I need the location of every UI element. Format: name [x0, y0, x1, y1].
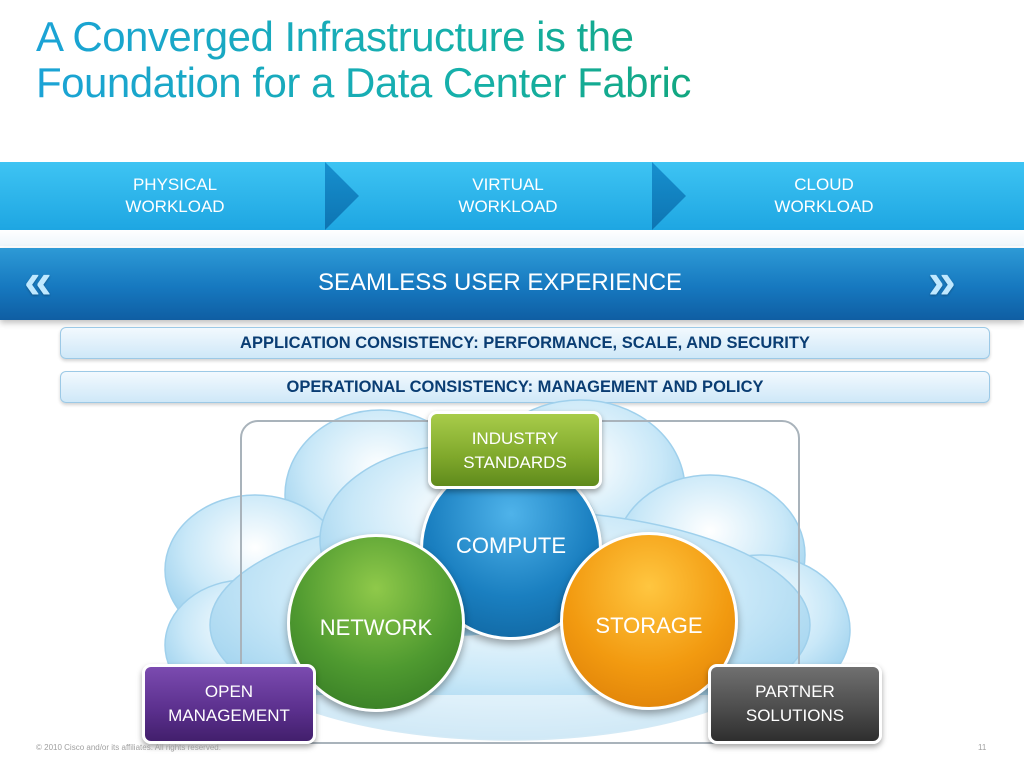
right-quote-icon: » [928, 253, 956, 309]
network-label: NETWORK [319, 615, 433, 640]
network-circle: NETWORK [287, 534, 465, 712]
open-management-tag: OPEN MANAGEMENT [142, 664, 316, 744]
slide-title-line-2: Foundation for a Data Center Fabric [36, 59, 691, 106]
divider-strip [0, 230, 1024, 246]
compute-label: COMPUTE [456, 533, 566, 558]
seamless-experience-label: SEAMLESS USER EXPERIENCE [317, 269, 683, 296]
page-number: 11 [978, 743, 987, 752]
copyright-footer: © 2010 Cisco and/or its affiliates. All … [36, 743, 221, 752]
workload-cloud: CLOUD WORKLOAD [774, 175, 874, 216]
chevron-arrow-1 [325, 162, 359, 230]
chevron-arrow-2 [652, 162, 686, 230]
partner-solutions-tag: PARTNER SOLUTIONS [708, 664, 882, 744]
storage-label: STORAGE [595, 613, 703, 638]
industry-standards-tag: INDUSTRY STANDARDS [428, 411, 602, 489]
seamless-experience-band: « SEAMLESS USER EXPERIENCE » [0, 248, 1024, 320]
workload-virtual: VIRTUAL WORKLOAD [458, 175, 558, 216]
slide-title: A Converged Infrastructure is the Founda… [36, 14, 996, 106]
workload-band: PHYSICAL WORKLOAD VIRTUAL WORKLOAD CLOUD… [0, 162, 1024, 230]
left-quote-icon: « [24, 253, 52, 309]
workload-physical: PHYSICAL WORKLOAD [125, 175, 225, 216]
slide-title-line-1: A Converged Infrastructure is the [36, 13, 634, 60]
operational-consistency-bar: OPERATIONAL CONSISTENCY: MANAGEMENT AND … [60, 371, 990, 403]
application-consistency-bar: APPLICATION CONSISTENCY: PERFORMANCE, SC… [60, 327, 990, 359]
